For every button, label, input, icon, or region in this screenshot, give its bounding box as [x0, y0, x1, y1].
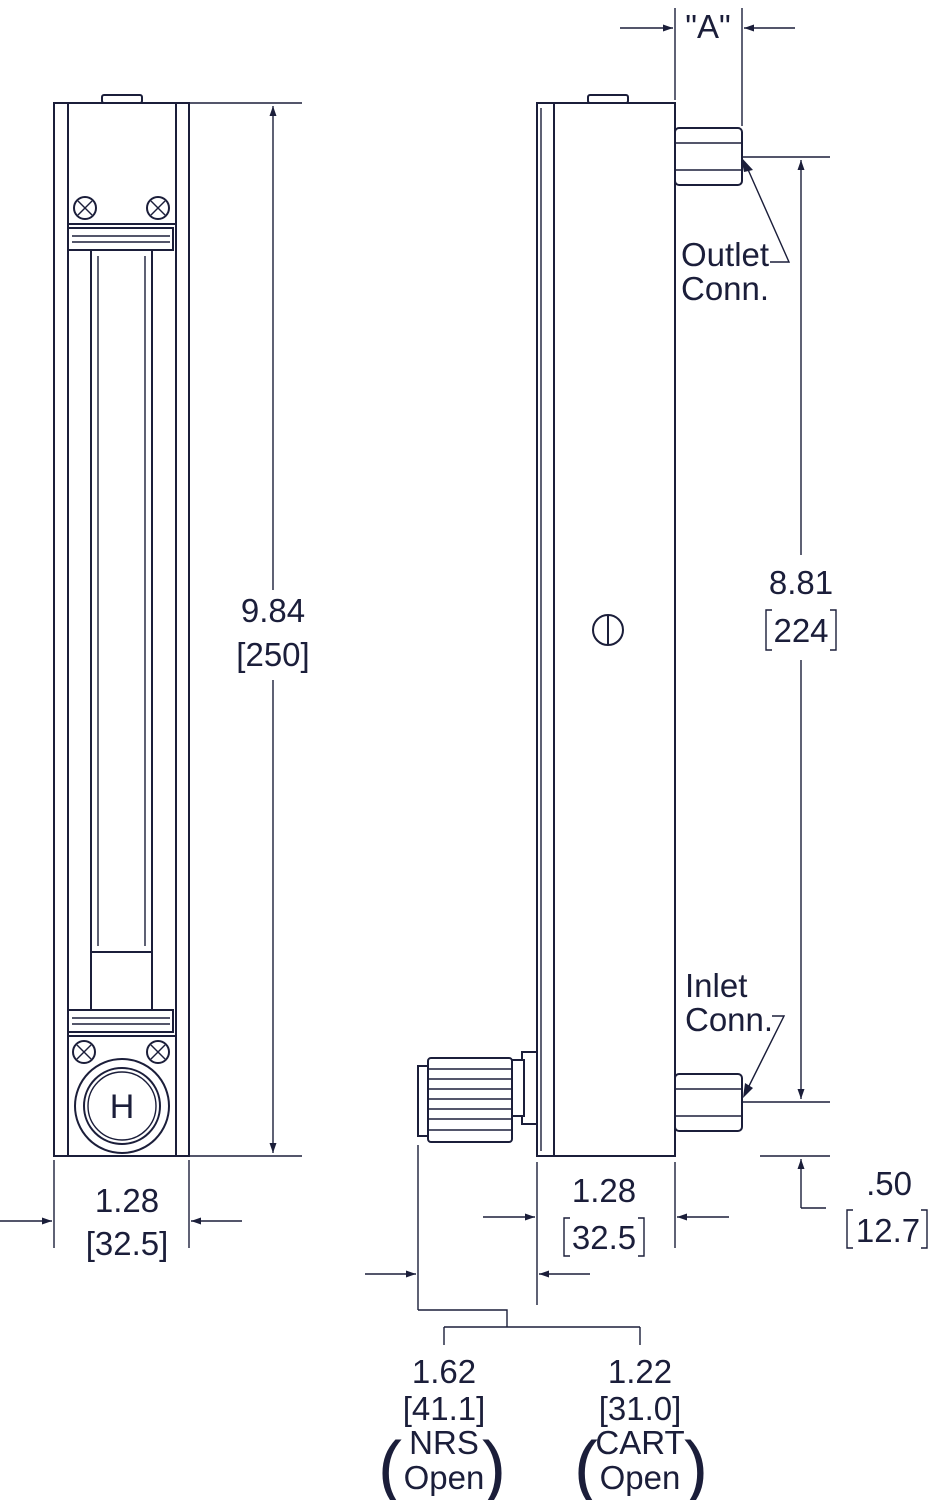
- nrs-line2: Open: [404, 1459, 485, 1496]
- nrs-paren-open: (: [378, 1428, 402, 1500]
- depth-dimension: 1.28 32.5: [483, 1162, 729, 1305]
- front-height-mm: [250]: [236, 636, 309, 673]
- centers-in: 8.81: [769, 564, 833, 601]
- outlet-callout: Outlet Conn.: [681, 157, 791, 307]
- cart-paren-open: (: [574, 1428, 598, 1500]
- offset-dimension: .50 12.7: [760, 1155, 928, 1249]
- cart-mm: [31.0]: [599, 1390, 682, 1427]
- valve-knob-side-icon: [417, 1051, 538, 1143]
- nrs-in: 1.62: [412, 1353, 476, 1390]
- screw-icon: [146, 196, 170, 220]
- knob-projection-dimension: 1.62 [41.1] ( NRS Open ) 1.22 [31.0] ( C…: [365, 1145, 708, 1500]
- front-width-dimension: 1.28 [32.5]: [0, 1160, 242, 1262]
- depth-mm: 32.5: [572, 1219, 636, 1256]
- outlet-fitting: [674, 127, 743, 186]
- offset-in: .50: [866, 1165, 912, 1202]
- screw-icon: [73, 196, 97, 220]
- outlet-label-line1: Outlet: [681, 236, 769, 273]
- inlet-fitting: [674, 1073, 743, 1132]
- nrs-line1: NRS: [409, 1424, 479, 1461]
- offset-mm: 12.7: [856, 1212, 920, 1249]
- nrs-mm: [41.1]: [403, 1390, 486, 1427]
- glass-tube: [90, 250, 153, 1010]
- screw-icon: [146, 1040, 170, 1064]
- side-view: [417, 94, 743, 1157]
- inlet-label-line1: Inlet: [685, 967, 747, 1004]
- outlet-label-line2: Conn.: [681, 270, 769, 307]
- cart-line2: Open: [600, 1459, 681, 1496]
- top-cap-knob: [101, 94, 143, 104]
- cart-in: 1.22: [608, 1353, 672, 1390]
- centers-mm: 224: [773, 612, 828, 649]
- a-dimension: "A": [620, 8, 795, 126]
- screw-icon: [72, 1040, 96, 1064]
- front-view: H: [53, 94, 190, 1157]
- valve-knob-icon: H: [74, 1058, 170, 1154]
- front-width-mm: [32.5]: [86, 1225, 169, 1262]
- front-width-in: 1.28: [95, 1182, 159, 1219]
- top-cap-knob: [587, 94, 629, 104]
- nrs-paren-close: ): [482, 1428, 506, 1500]
- front-frame-outline: [53, 102, 190, 1157]
- meter-body: [553, 102, 676, 1157]
- depth-in: 1.28: [572, 1172, 636, 1209]
- front-height-dimension: 9.84 [250]: [189, 102, 310, 1157]
- valve-letter: H: [110, 1088, 135, 1126]
- inlet-callout: Inlet Conn.: [685, 967, 786, 1098]
- front-height-in: 9.84: [241, 592, 305, 629]
- panel-plate: [536, 102, 555, 1157]
- centers-dimension: 8.81 224: [742, 156, 837, 1103]
- cart-line1: CART: [595, 1424, 684, 1461]
- side-screw-icon: [592, 614, 624, 646]
- cart-paren-close: ): [684, 1428, 708, 1500]
- dim-a-label: "A": [685, 8, 730, 45]
- inlet-label-line2: Conn.: [685, 1001, 773, 1038]
